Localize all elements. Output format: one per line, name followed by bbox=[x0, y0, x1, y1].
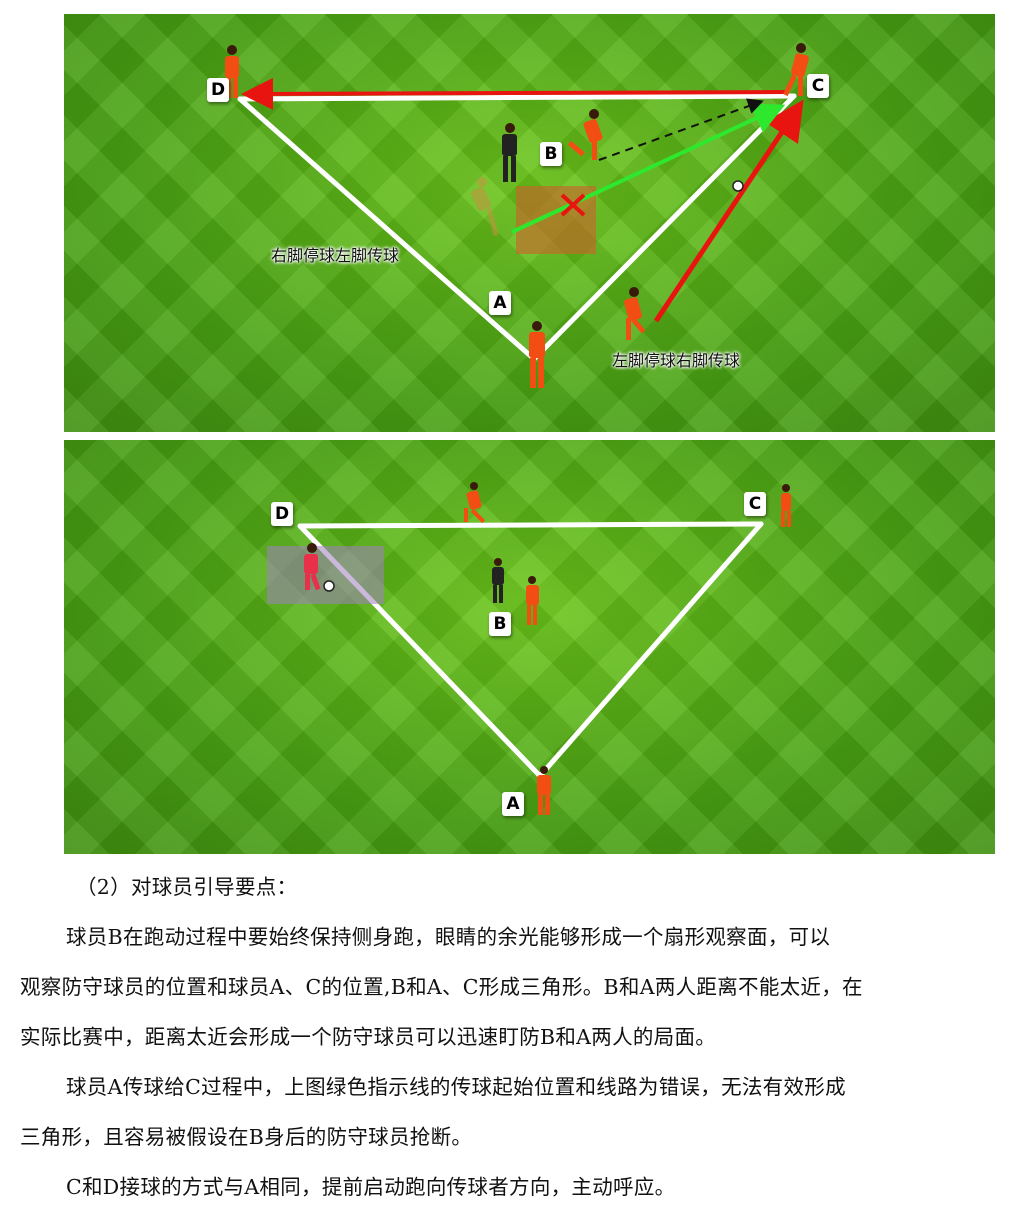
ball-icon bbox=[323, 580, 335, 592]
drill-diagram-1: D C B A 右脚停球左脚传球 左脚停球右脚传球 bbox=[64, 14, 995, 432]
player-d bbox=[304, 543, 321, 591]
player-a bbox=[529, 321, 545, 388]
label-a: A bbox=[502, 792, 524, 816]
drill-diagram-2-graphic bbox=[267, 482, 791, 815]
label-d: D bbox=[271, 502, 293, 526]
paragraph-2-line-2: 三角形，且容易被假设在B身后的防守球员抢断。 bbox=[20, 1125, 473, 1149]
paragraph-1-line-2: 观察防守球员的位置和球员A、C的位置,B和A、C形成三角形。B和A两人距离不能太… bbox=[20, 975, 863, 999]
pass-arrow-c-to-d bbox=[241, 77, 790, 110]
paragraph-1-line-3: 实际比赛中，距离太近会形成一个防守球员可以迅速盯防B和A两人的局面。 bbox=[20, 1025, 717, 1049]
zone-area bbox=[267, 546, 384, 604]
referee bbox=[492, 558, 504, 603]
label-a: A bbox=[489, 291, 511, 315]
drill-diagram-2: D C B A bbox=[64, 440, 995, 854]
label-c: C bbox=[807, 74, 829, 98]
referee bbox=[502, 123, 517, 182]
pass-arrow-a-to-c bbox=[653, 99, 804, 323]
triangle-lines bbox=[237, 93, 797, 362]
player-b bbox=[526, 576, 539, 625]
label-b: B bbox=[489, 612, 511, 636]
player-c bbox=[783, 43, 809, 97]
player-a bbox=[537, 766, 551, 815]
caption-left-foot: 左脚停球右脚传球 bbox=[612, 351, 741, 370]
paragraph-3-line-1: C和D接球的方式与A相同，提前启动跑向传球者方向，主动呼应。 bbox=[66, 1175, 676, 1199]
paragraph-1-line-1: 球员B在跑动过程中要始终保持侧身跑，眼睛的余光能够形成一个扇形观察面，可以 bbox=[66, 925, 831, 949]
player-a-left-foot bbox=[624, 287, 646, 340]
wrong-mark-icon bbox=[560, 193, 586, 217]
body-text: （2）对球员引导要点： 球员B在跑动过程中要始终保持侧身跑，眼睛的余光能够形成一… bbox=[20, 862, 1000, 1212]
player-running bbox=[464, 482, 486, 524]
caption-right-foot: 右脚停球左脚传球 bbox=[271, 246, 400, 265]
player-c bbox=[781, 484, 791, 527]
label-c: C bbox=[744, 492, 766, 516]
label-b: B bbox=[540, 142, 562, 166]
wrong-pass-arrow bbox=[511, 103, 786, 234]
drill-diagram-1-graphic bbox=[225, 43, 809, 388]
ball-icon bbox=[732, 180, 744, 192]
paragraph-2-line-1: 球员A传球给C过程中，上图绿色指示线的传球起始位置和线路为错误，无法有效形成 bbox=[66, 1075, 846, 1099]
run-path-b bbox=[598, 98, 764, 161]
label-d: D bbox=[207, 78, 229, 102]
player-ghost bbox=[470, 177, 499, 237]
player-b bbox=[567, 109, 603, 160]
section-heading: （2）对球员引导要点： bbox=[76, 875, 298, 899]
